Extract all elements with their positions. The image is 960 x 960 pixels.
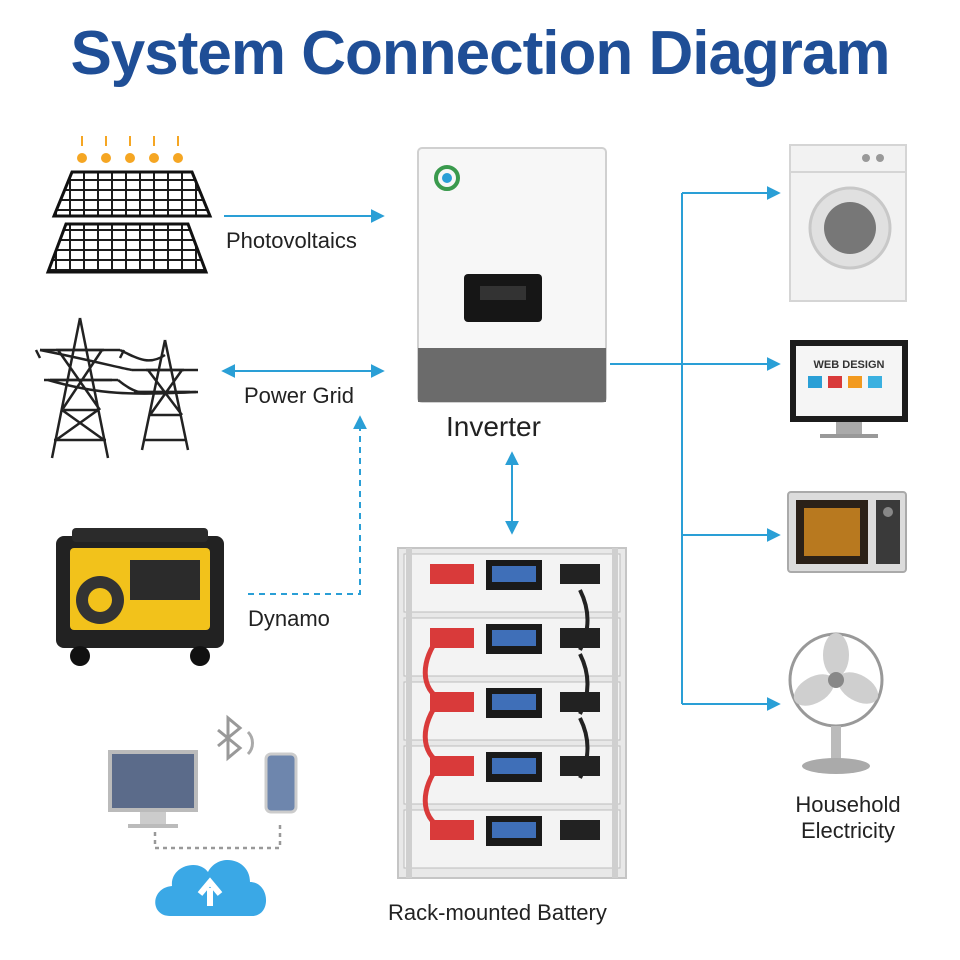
bluetooth-icon (217, 714, 254, 762)
connection-arrows (221, 186, 781, 711)
solar-panel-icon (45, 170, 213, 274)
phone-icon (264, 752, 298, 814)
label-household-line2: Electricity (800, 818, 896, 843)
computer-icon (108, 750, 198, 828)
monitor-icon: WEB DESIGN (790, 340, 908, 438)
label-household-line1: Household (795, 792, 901, 817)
label-photovoltaics: Photovoltaics (226, 228, 357, 253)
inverter-icon (417, 147, 607, 403)
arrow-dynamo-to-inverter (248, 415, 367, 595)
generator-icon (56, 528, 224, 666)
microwave-icon (787, 491, 907, 573)
label-power-grid: Power Grid (244, 383, 355, 408)
label-inverter: Inverter (446, 411, 541, 442)
label-household: Household Electricity (782, 792, 914, 844)
monitor-screen-text: WEB DESIGN (814, 359, 885, 371)
pylon-icon (34, 317, 199, 459)
label-battery: Rack-mounted Battery (388, 900, 607, 925)
sun-icon (77, 136, 183, 163)
page-title: System Connection Diagram (70, 19, 890, 88)
cloud-upload-icon (155, 859, 267, 916)
washing-machine-icon (789, 144, 907, 302)
battery-rack-icon (397, 547, 627, 879)
fan-icon (788, 632, 884, 774)
label-dynamo: Dynamo (248, 606, 330, 631)
